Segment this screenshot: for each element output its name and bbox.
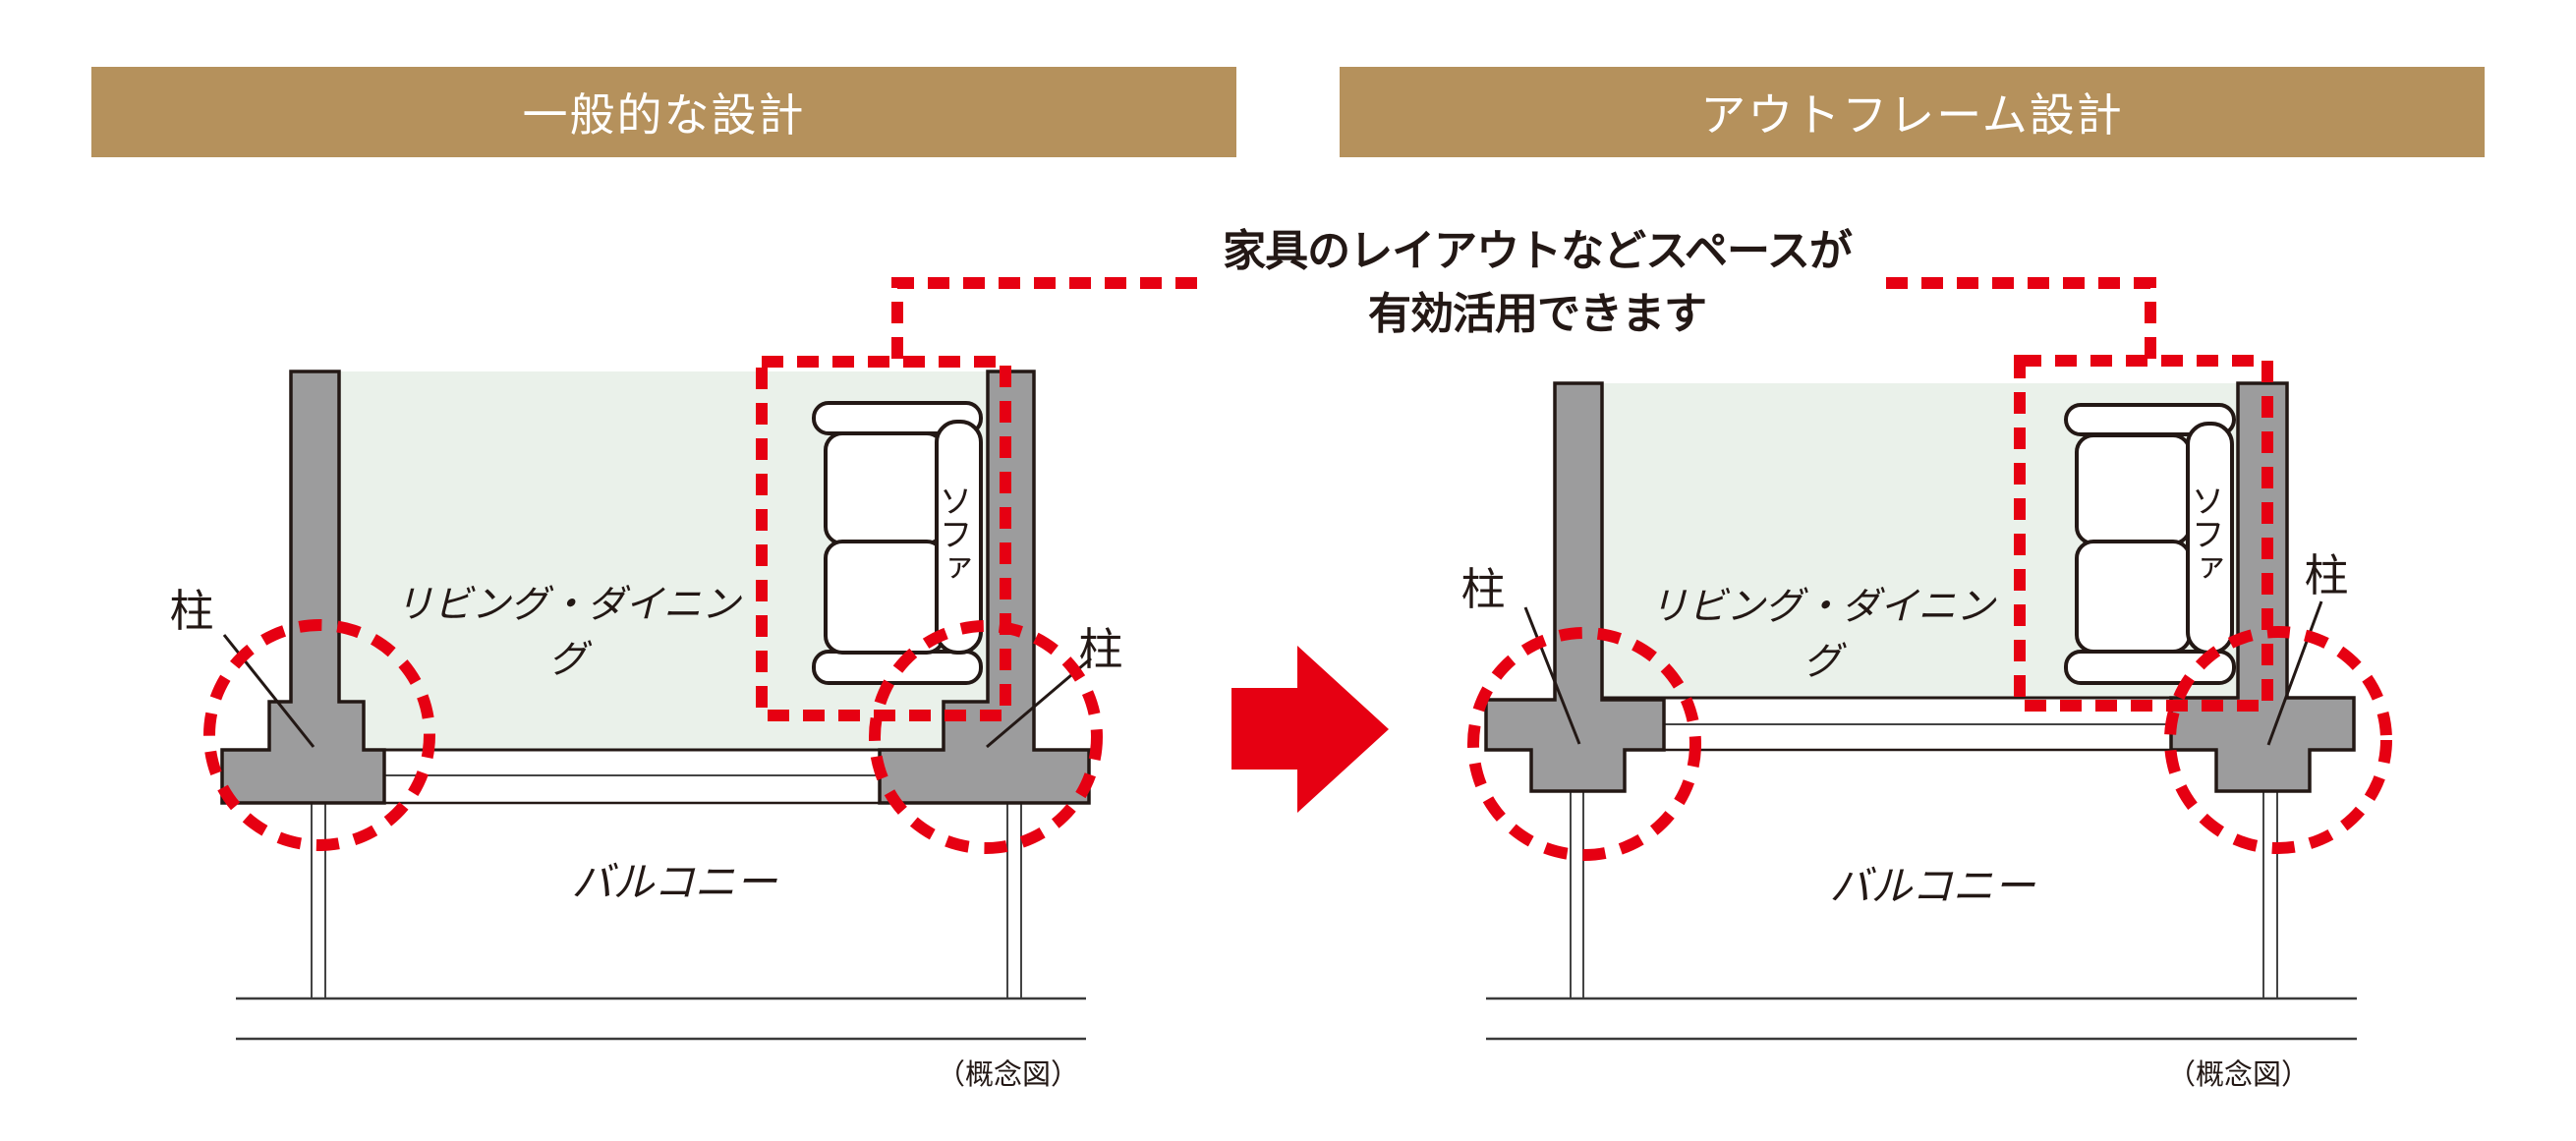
transition-arrow-icon: [1231, 646, 1389, 813]
pillar-highlight-circle: [869, 620, 1103, 854]
sofa-back-cushion: [935, 420, 983, 655]
annotation-connector-right: [1886, 277, 2156, 361]
pillar-leader-line: [1523, 606, 1581, 745]
sofa: [2064, 403, 2236, 685]
header-title-outframe: アウトフレーム設計: [1700, 89, 2124, 141]
space-benefit-annotation: 家具のレイアウトなどスペースが 有効活用できます: [1207, 220, 1867, 346]
pillar-leader-line: [2266, 600, 2323, 746]
sofa-space-highlight-box: [756, 356, 1011, 721]
sofa-seat-cushion: [824, 540, 945, 655]
sofa-seat-cushion: [2075, 540, 2192, 654]
header-bar-general-design: 一般的な設計: [91, 67, 1236, 157]
sofa-space-highlight-box: [2014, 355, 2273, 712]
annotation-line2: 有効活用できます: [1368, 290, 1707, 338]
sofa-seat-cushion: [824, 431, 945, 545]
sofa-label: ソファ: [2186, 484, 2222, 584]
concept-note: （概念図）: [936, 1059, 1079, 1091]
header-title-general: 一般的な設計: [522, 89, 806, 141]
concept-note: （概念図）: [2166, 1059, 2310, 1091]
pillar-label: 柱: [1078, 625, 1123, 674]
header-bar-outframe-design: アウトフレーム設計: [1340, 67, 2485, 157]
balcony-post: [2262, 790, 2278, 999]
annotation-line1: 家具のレイアウトなどスペースが: [1223, 227, 1853, 275]
annotation-connector-left: [891, 277, 1197, 362]
pillar-label: 柱: [2304, 551, 2349, 600]
balcony-post: [311, 802, 326, 999]
sofa-seat-cushion: [2075, 433, 2192, 545]
balcony-label: バルコニー: [571, 861, 777, 906]
pillar-highlight-circle: [203, 619, 435, 851]
pillar-highlight-circle: [1467, 627, 1701, 861]
pillar-highlight-circle: [2164, 626, 2392, 854]
pillar-label: 柱: [169, 587, 214, 636]
outframe-design-diagram: [1467, 277, 2392, 1041]
wall-column-left: [220, 370, 386, 805]
living-dining-label: リビング・ダイニング: [394, 584, 740, 681]
living-dining-label: リビング・ダイニング: [1649, 586, 1995, 683]
sofa-label: ソファ: [934, 484, 970, 584]
sofa: [812, 401, 983, 685]
balcony-label: バルコニー: [1829, 865, 2035, 910]
pillar-label: 柱: [1460, 565, 1506, 614]
balcony-post: [1570, 790, 1584, 999]
balcony-post: [1006, 802, 1022, 999]
general-design-diagram: [203, 277, 1197, 1041]
